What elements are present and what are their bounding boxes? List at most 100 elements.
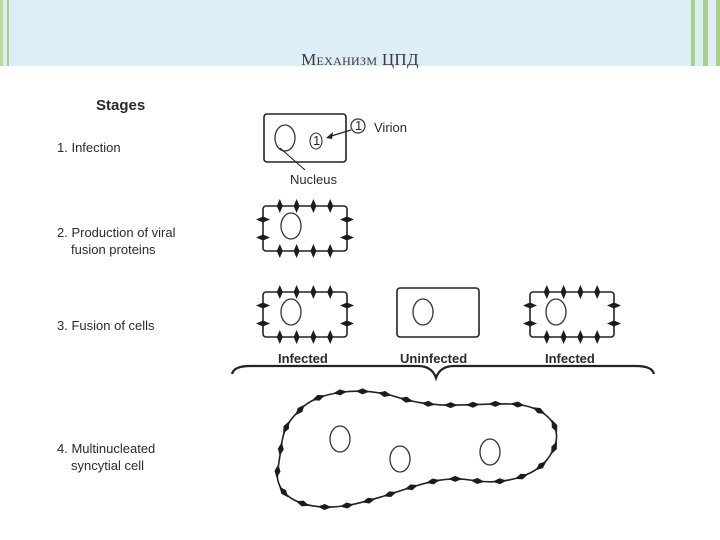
fusion-protein-spike	[560, 330, 567, 344]
fusion-proteins	[256, 199, 354, 258]
stage-3-infected-cell-right	[523, 285, 621, 344]
nucleus-pointer	[279, 147, 306, 171]
cell-membrane	[262, 291, 348, 338]
fusion-protein-spike	[256, 216, 270, 223]
fusion-protein-spike	[594, 285, 601, 299]
fusion-protein-spike	[276, 285, 283, 299]
fusion-protein-spike	[295, 404, 305, 416]
fusion-protein-spike	[535, 461, 547, 471]
fusion-protein-spike	[465, 401, 480, 408]
slide-title: МЕХАНИЗМ ЦПД	[0, 50, 720, 70]
fusion-proteins	[523, 285, 621, 344]
fusion-protein-spike	[310, 330, 317, 344]
fusion-protein-spike	[327, 199, 334, 213]
cell-membrane	[262, 205, 348, 252]
fusion-protein-spike	[377, 391, 392, 397]
fusion-protein-spike	[333, 389, 348, 396]
fusion-protein-spike	[293, 199, 300, 213]
uninfected-label: Uninfected	[400, 351, 467, 366]
infected-left-label: Infected	[278, 351, 328, 366]
fusion-protein-spike	[523, 320, 537, 327]
fusion-protein-spike	[532, 407, 546, 414]
stage-1-label: 1. Infection	[57, 140, 121, 155]
fusion-protein-spike	[277, 442, 284, 456]
infected-right-label: Infected	[545, 351, 595, 366]
fusion-protein-spike	[492, 478, 507, 485]
header-accent-stripe	[0, 0, 3, 66]
fusion-protein-spike	[543, 330, 550, 344]
stage-4-label-line1: 4. Multinucleated	[57, 441, 155, 456]
cell-membrane	[529, 291, 615, 338]
header-accent-stripe	[716, 0, 720, 66]
virion-arrowhead	[326, 132, 333, 139]
header-accent-stripe	[7, 0, 9, 66]
fusion-protein-spike	[327, 330, 334, 344]
cell-nucleus	[280, 298, 302, 326]
stage-2-cell	[256, 199, 354, 258]
cell-nucleus	[280, 212, 302, 240]
fusion-protein-spike	[551, 419, 558, 433]
slide-title-tail: ЦПД	[377, 50, 419, 69]
fusion-protein-spike	[340, 320, 354, 327]
fusion-protein-spike	[310, 285, 317, 299]
fusion-protein-spike	[510, 401, 525, 408]
fusion-protein-spike	[327, 244, 334, 258]
fusion-protein-spike	[340, 234, 354, 241]
syncytium-membrane	[276, 390, 558, 508]
fusion-protein-spike	[383, 491, 397, 498]
slide-title-initial: М	[301, 50, 317, 69]
fusion-protein-spike	[274, 464, 281, 479]
fusion-protein-spike	[310, 244, 317, 258]
fusion-protein-spike	[295, 500, 310, 507]
fusion-protein-spike	[443, 402, 458, 409]
virion-label: Virion	[374, 120, 407, 135]
fusion-protein-spike	[283, 421, 290, 434]
stage-2-label-line1: 2. Production of viral	[57, 225, 176, 240]
slide-title-rest: ЕХАНИЗМ	[316, 54, 378, 68]
fusion-protein-spike	[310, 199, 317, 213]
fusion-protein-spike	[399, 396, 414, 403]
stage-1-cell: 1 1 Virion Nucleus	[263, 113, 407, 187]
fusion-protein-spike	[577, 285, 584, 299]
cell-nucleus	[274, 124, 296, 152]
fusion-protein-spike	[340, 216, 354, 223]
fusion-protein-spike	[276, 244, 283, 258]
fusion-protein-spike	[448, 475, 463, 482]
fusion-protein-spike	[293, 330, 300, 344]
fusion-protein-spike	[256, 302, 270, 309]
header-accent-stripe	[703, 0, 708, 66]
stage-3-label: 3. Fusion of cells	[57, 318, 155, 333]
fusion-protein-spike	[426, 478, 440, 485]
fusion-protein-spike	[355, 388, 370, 395]
fusion-protein-spike	[276, 199, 283, 213]
stage-4-syncytium	[274, 388, 558, 510]
fusion-protein-spike	[256, 320, 270, 327]
fusion-proteins	[274, 388, 558, 510]
fusion-protein-spike	[421, 400, 436, 407]
header-accent-stripe	[691, 0, 695, 66]
fusion-protein-spike	[279, 486, 289, 498]
fusion-protein-spike	[327, 285, 334, 299]
fusion-protein-spike	[276, 330, 283, 344]
stage-3-uninfected-cell	[396, 287, 480, 338]
fusion-protein-spike	[293, 244, 300, 258]
fusion-protein-spike	[339, 502, 354, 509]
cell-nucleus	[412, 298, 434, 326]
fusion-protein-spike	[470, 478, 485, 484]
fusion-protein-spike	[340, 302, 354, 309]
stages-heading: Stages	[96, 97, 145, 114]
cell-nucleus	[545, 298, 567, 326]
cell-nucleus	[329, 425, 351, 453]
grouping-brace	[230, 364, 656, 382]
fusion-protein-spike	[256, 234, 270, 241]
fusion-protein-spike	[560, 285, 567, 299]
fusion-protein-spike	[607, 302, 621, 309]
stage-2-label-line2: fusion proteins	[71, 242, 156, 257]
fusion-protein-spike	[293, 285, 300, 299]
cell-nucleus	[389, 445, 411, 473]
fusion-protein-spike	[551, 441, 557, 455]
fusion-protein-spike	[607, 320, 621, 327]
cell-membrane	[263, 113, 347, 163]
fusion-proteins	[256, 285, 354, 344]
